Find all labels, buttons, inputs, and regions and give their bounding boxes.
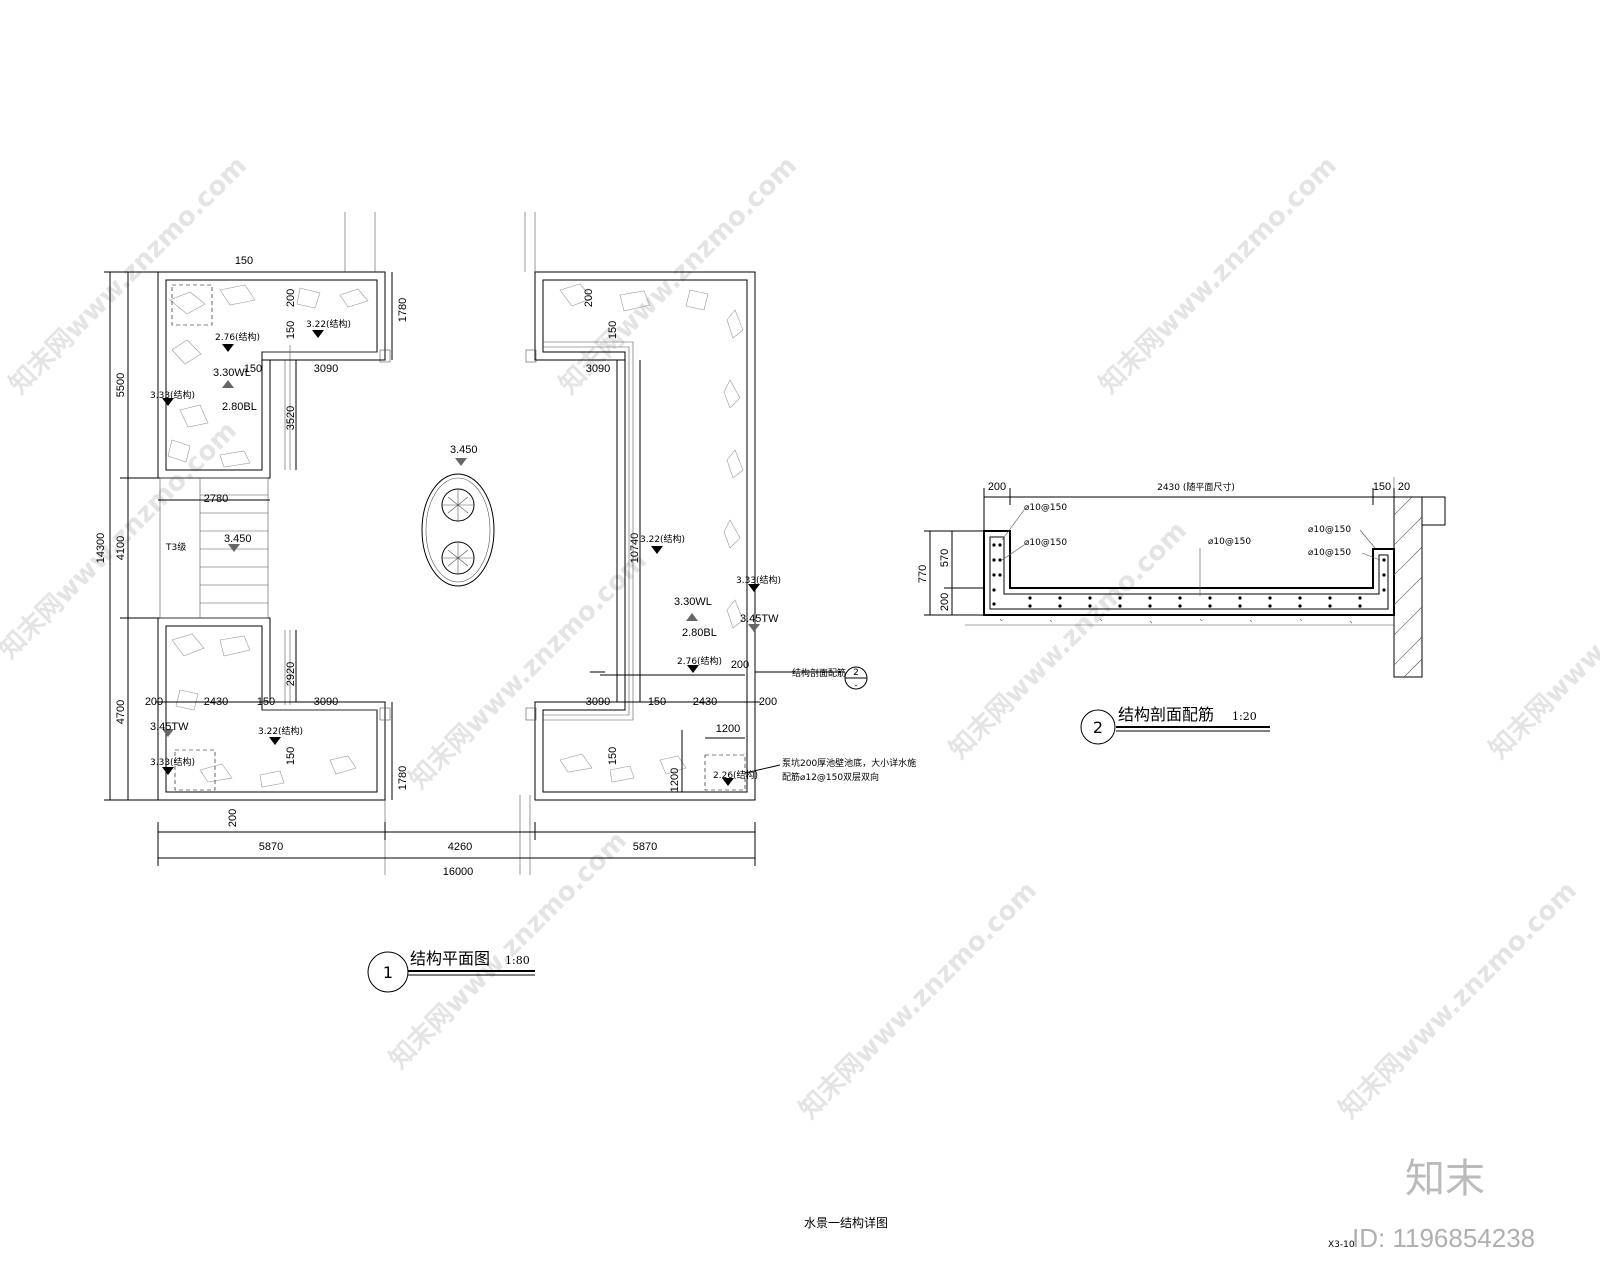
level-345tw-right: 3.45TW	[740, 613, 779, 625]
level-3450-stair: 3.450	[224, 533, 252, 545]
watermark-text: 知末网www.znzmo.com	[1334, 876, 1583, 1125]
dim-150: 150	[235, 255, 253, 267]
section-scale: 1:20	[1232, 710, 1257, 723]
sec-dim-770: 770	[917, 565, 929, 583]
watermark-text: 知末网www.znzmo.com	[794, 876, 1043, 1125]
dim-bottom-height: 4700	[115, 700, 127, 724]
sec-dim-570: 570	[939, 549, 951, 567]
level-markers: 3.22(结构) 2.76(结构) 3.30WL 2.80BL 3.33(结构)…	[150, 318, 781, 786]
level-280bl: 2.80BL	[222, 401, 257, 413]
dim-2430: 2430	[693, 696, 717, 708]
dim-200: 200	[731, 659, 749, 671]
dim-2920: 2920	[285, 662, 297, 686]
dim-3090: 3090	[314, 363, 338, 375]
plan-marker-number: 1	[383, 963, 393, 982]
dim-200: 200	[583, 289, 595, 307]
dim-right-width: 5870	[633, 841, 657, 853]
level-322-right: 3.22(结构)	[640, 533, 685, 545]
dim-total-height: 14300	[95, 533, 107, 564]
rebar-section: 200 2430 (随平面尺寸) 150 20 770 570 200 ⌀10@…	[917, 477, 1446, 745]
watermark-text: 知末网www.znzmo.com	[1094, 151, 1343, 400]
plan-title: 结构平面图	[410, 949, 490, 968]
section-ref-num: 2	[853, 668, 859, 678]
dim-200: 200	[285, 289, 297, 307]
pit-note-2: 配筋⌀12@150双层双向	[782, 771, 879, 783]
dim-150: 150	[648, 696, 666, 708]
section-title: 结构剖面配筋	[1118, 705, 1214, 724]
dim-200: 200	[227, 809, 239, 827]
level-333-right: 3.33(结构)	[736, 574, 781, 586]
section-marker-number: 2	[1093, 718, 1103, 737]
rebar-label-2: ⌀10@150	[1024, 538, 1067, 548]
dim-mid-height: 4100	[115, 536, 127, 560]
sheet-number: X3-10	[1328, 1240, 1355, 1250]
dim-150: 150	[607, 321, 619, 339]
level-322: 3.22(结构)	[306, 318, 351, 330]
brand-id: ID: 1196854238	[1352, 1223, 1535, 1253]
dim-3090: 3090	[586, 696, 610, 708]
dim-3090: 3090	[586, 363, 610, 375]
level-276: 2.76(结构)	[215, 331, 260, 343]
brand-logo: 知末	[1405, 1156, 1485, 1202]
level-3450: 3.450	[450, 444, 478, 456]
sec-dim-150: 150	[1373, 481, 1391, 493]
level-345tw: 3.45TW	[150, 721, 189, 733]
dim-150: 150	[607, 747, 619, 765]
level-333: 3.33(结构)	[150, 389, 195, 401]
watermark-text: 知末网www.znzmo.com	[1484, 516, 1600, 765]
pit-note-1: 泵坑200厚池壁池底，大小详水施	[782, 757, 916, 769]
dim-left-width: 5870	[259, 841, 283, 853]
stone-texture	[167, 283, 744, 788]
level-330wl: 3.30WL	[213, 367, 251, 379]
level-333-bottom: 3.33(结构)	[150, 756, 195, 768]
section-ref-sheet: -	[854, 681, 857, 691]
dim-1200: 1200	[669, 768, 681, 792]
dim-top-height: 5500	[115, 373, 127, 397]
dim-200: 200	[759, 696, 777, 708]
level-226: 2.26(结构)	[713, 769, 758, 781]
rebar-label-4: ⌀10@150	[1308, 525, 1351, 535]
section-marker-circle	[1080, 709, 1116, 745]
dim-200: 200	[145, 696, 163, 708]
rebar-dots	[992, 543, 1386, 608]
dim-3090: 3090	[314, 696, 338, 708]
watermarks: 知末网www.znzmo.com 知末网www.znzmo.com 知末网www…	[0, 151, 1600, 1125]
rebar-label-5: ⌀10@150	[1308, 548, 1351, 558]
dim-1200: 1200	[716, 723, 740, 735]
sec-dim-200: 200	[988, 481, 1006, 493]
dim-1780-top: 1780	[397, 298, 409, 322]
drawing-title: 水景一结构详图	[804, 1215, 888, 1230]
dim-3520: 3520	[285, 406, 297, 430]
level-330wl-right: 3.30WL	[674, 596, 712, 608]
sec-dim-2430: 2430 (随平面尺寸)	[1157, 481, 1235, 493]
plan-scale: 1:80	[505, 954, 530, 967]
rebar-label-3: ⌀10@150	[1208, 537, 1251, 547]
dim-150: 150	[285, 747, 297, 765]
dim-2780: 2780	[204, 493, 228, 505]
dim-150: 150	[285, 321, 297, 339]
sec-dim-20: 20	[1398, 481, 1410, 493]
rebar-label-1: ⌀10@150	[1024, 503, 1067, 513]
sec-dim-200b: 200	[939, 593, 951, 611]
section-ref-text: 结构剖面配筋	[792, 667, 846, 679]
dim-middle-width: 4260	[448, 841, 472, 853]
level-280bl-right: 2.80BL	[682, 627, 717, 639]
level-322-bottom: 3.22(结构)	[258, 725, 303, 737]
dimension-lines	[104, 271, 760, 866]
dim-total-width: 16000	[443, 866, 474, 878]
dim-1780-bottom: 1780	[397, 766, 409, 790]
dim-150: 150	[257, 696, 275, 708]
dim-10740: 10740	[629, 533, 641, 564]
dim-150: 150	[244, 363, 262, 375]
level-276-right: 2.76(结构)	[677, 655, 722, 667]
wall-hatch	[1393, 496, 1423, 678]
structural-plan: 5870 4260 5870 16000 14300 5500 4100 470…	[95, 212, 916, 993]
stair-label: T3级	[165, 541, 186, 553]
dim-2430: 2430	[204, 696, 228, 708]
